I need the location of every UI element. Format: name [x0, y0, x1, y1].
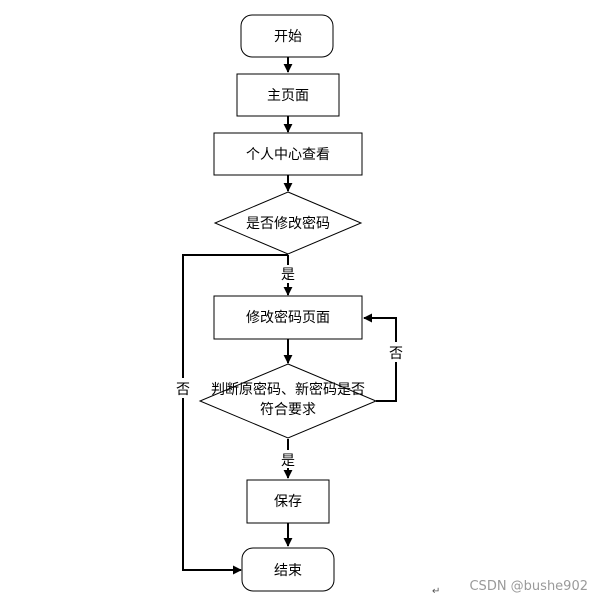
node-profile-label: 个人中心查看	[246, 147, 330, 163]
node-modify-page-label: 修改密码页面	[246, 309, 330, 326]
node-home: 主页面	[236, 73, 340, 117]
node-check-label-line2: 符合要求	[260, 402, 316, 418]
edge-label-yes-modify: 是	[281, 267, 295, 283]
decision-check-shape	[198, 363, 378, 439]
edge-label-yes-check: 是	[281, 453, 295, 469]
node-end: 结束	[241, 547, 335, 592]
node-modify-page: 修改密码页面	[213, 295, 363, 340]
node-check-label-line1: 判断原密码、新密码是否	[211, 381, 365, 398]
edge-label-bg	[279, 265, 297, 283]
node-start-label: 开始	[274, 29, 302, 45]
node-check: 判断原密码、新密码是否 符合要求	[198, 363, 378, 439]
edge-decide-end-no	[182, 254, 288, 575]
process-save-shape	[246, 479, 330, 524]
node-profile: 个人中心查看	[213, 132, 363, 176]
node-home-label: 主页面	[267, 88, 309, 104]
edge-label-bg	[279, 450, 297, 468]
paragraph-mark: ↵	[432, 586, 440, 597]
node-start: 开始	[240, 14, 334, 58]
edge-label-no-modify: 否	[176, 382, 190, 398]
process-home-shape	[236, 73, 340, 117]
terminator-start-shape	[240, 14, 334, 58]
node-decide-modify-label: 是否修改密码	[246, 215, 330, 232]
process-profile-shape	[213, 132, 363, 176]
edge-label-no-check: 否	[389, 346, 403, 362]
csdn-watermark: CSDN @bushe902	[469, 579, 588, 594]
node-end-label: 结束	[274, 563, 302, 579]
edge-label-bg	[174, 378, 192, 398]
process-modify-page-shape	[213, 295, 363, 340]
decision-modify-shape	[213, 191, 363, 255]
node-decide-modify: 是否修改密码	[213, 191, 363, 255]
node-save: 保存	[246, 479, 330, 524]
terminator-end-shape	[241, 547, 335, 592]
edge-label-bg	[387, 342, 405, 362]
node-save-label: 保存	[274, 494, 302, 510]
